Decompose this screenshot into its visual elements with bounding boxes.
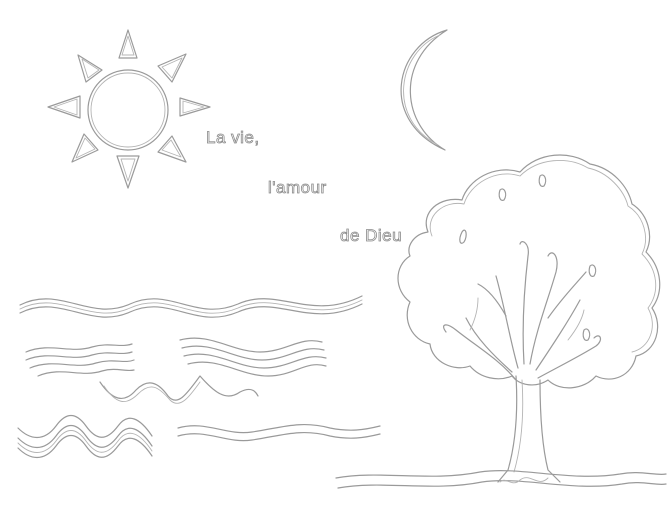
- water-waves: [17, 295, 381, 459]
- poem-line-1: La vie,: [206, 128, 260, 148]
- sun-icon: [47, 29, 211, 189]
- moon-icon: [400, 29, 448, 151]
- poem-line-2: l'amour: [268, 178, 327, 198]
- sun-rays: [47, 29, 211, 189]
- poem-line-3: de Dieu: [340, 226, 403, 246]
- tree-illustration: [335, 154, 667, 489]
